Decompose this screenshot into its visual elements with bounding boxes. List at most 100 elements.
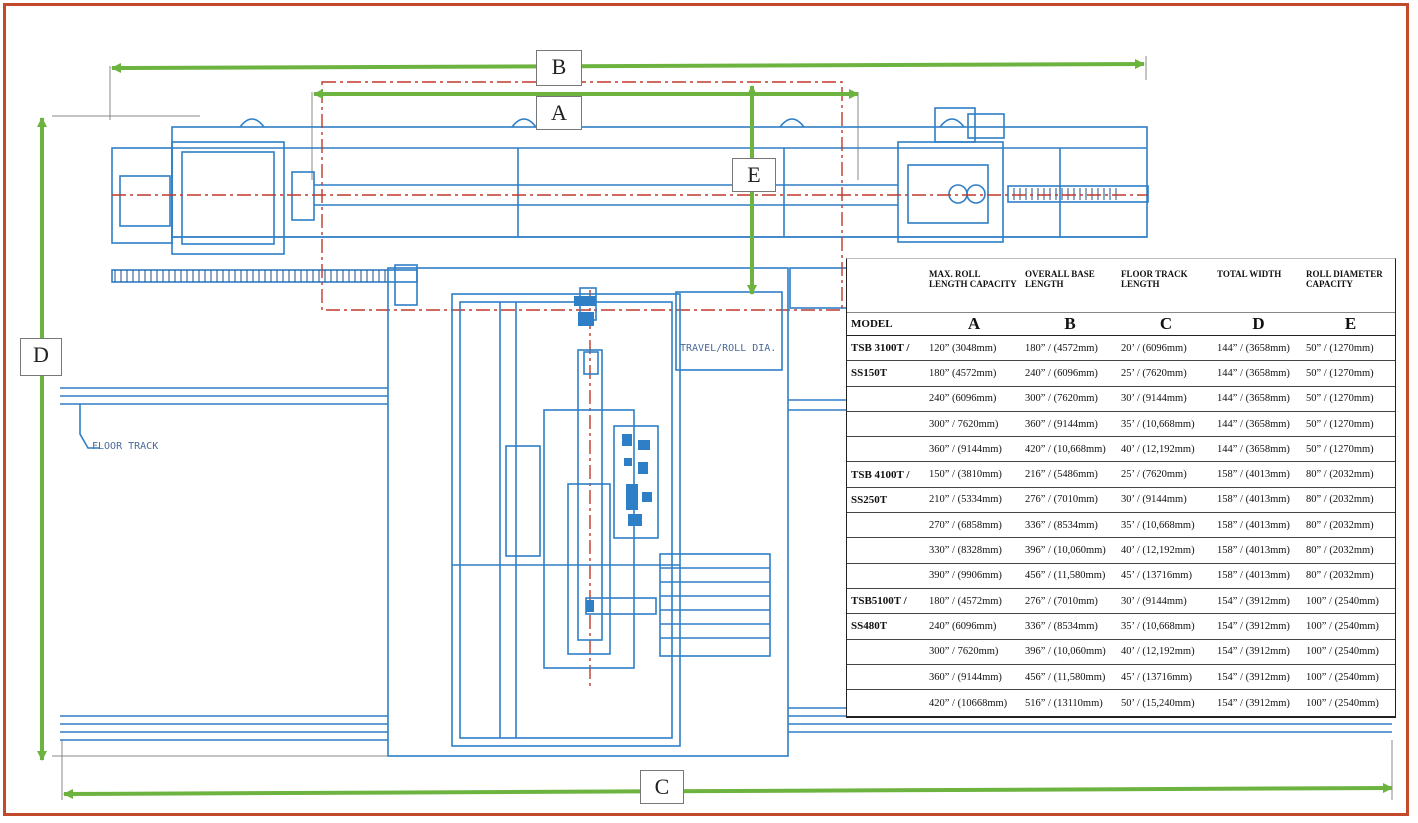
value-cell-a: 390” / (9906mm) <box>923 563 1019 589</box>
value-cell-c: 50’ / (15,240mm) <box>1115 689 1211 718</box>
value-cell-e: 50” / (1270mm) <box>1300 360 1395 387</box>
value-cell-a: 180” / (4572mm) <box>923 588 1019 615</box>
column-letter-b: B <box>1019 312 1115 336</box>
value-cell-e: 80” / (2032mm) <box>1300 461 1395 488</box>
dimension-c-arrow <box>63 783 1393 799</box>
value-cell-b: 420” / (10,668mm) <box>1019 436 1115 463</box>
table-row: TSB 3100T /120” (3048mm)180” / (4572mm)2… <box>847 335 1395 362</box>
value-cell-b: 456” / (11,580mm) <box>1019 563 1115 589</box>
dimension-arrows <box>37 59 1393 799</box>
extension-lines <box>52 56 1393 800</box>
model-cell <box>847 689 923 718</box>
value-cell-e: 80” / (2032mm) <box>1300 487 1395 514</box>
value-cell-c: 25’ / (7620mm) <box>1115 360 1211 387</box>
value-cell-d: 144” / (3658mm) <box>1211 386 1300 412</box>
value-cell-d: 144” / (3658mm) <box>1211 436 1300 463</box>
model-specification-table: MAX. ROLL LENGTH CAPACITY OVERALL BASE L… <box>846 258 1396 719</box>
model-cell <box>847 436 923 463</box>
value-cell-e: 100” / (2540mm) <box>1300 689 1395 718</box>
model-cell: TSB 4100T / <box>847 461 923 488</box>
model-cell: SS150T <box>847 360 923 387</box>
value-cell-d: 158” / (4013mm) <box>1211 487 1300 514</box>
value-cell-b: 300” / (7620mm) <box>1019 386 1115 412</box>
model-cell: SS480T <box>847 613 923 640</box>
drawing-border <box>3 3 1409 816</box>
value-cell-e: 80” / (2032mm) <box>1300 512 1395 539</box>
spec-table-body: TSB 3100T /120” (3048mm)180” / (4572mm)2… <box>847 335 1395 718</box>
model-cell <box>847 386 923 412</box>
floor-track-note: FLOOR TRACK <box>92 441 159 452</box>
model-cell: SS250T <box>847 487 923 514</box>
value-cell-e: 50” / (1270mm) <box>1300 411 1395 438</box>
value-cell-a: 120” (3048mm) <box>923 335 1019 362</box>
model-cell <box>847 563 923 589</box>
value-cell-a: 150” / (3810mm) <box>923 461 1019 488</box>
value-cell-d: 158” / (4013mm) <box>1211 461 1300 488</box>
value-cell-d: 158” / (4013mm) <box>1211 512 1300 539</box>
model-cell <box>847 537 923 564</box>
value-cell-c: 40’ / (12,192mm) <box>1115 436 1211 463</box>
value-cell-d: 144” / (3658mm) <box>1211 360 1300 387</box>
value-cell-b: 180” / (4572mm) <box>1019 335 1115 362</box>
value-cell-a: 210” / (5334mm) <box>923 487 1019 514</box>
column-letter-e: E <box>1300 312 1395 336</box>
value-cell-c: 35’ / (10,668mm) <box>1115 613 1211 640</box>
value-cell-a: 240” (6096mm) <box>923 613 1019 640</box>
value-cell-e: 80” / (2032mm) <box>1300 537 1395 564</box>
value-cell-b: 276” / (7010mm) <box>1019 588 1115 615</box>
column-letter-d: D <box>1211 312 1300 336</box>
table-row: 330” / (8328mm)396” / (10,060mm)40’ / (1… <box>847 537 1395 564</box>
value-cell-d: 144” / (3658mm) <box>1211 411 1300 438</box>
table-row: 390” / (9906mm)456” / (11,580mm)45’ / (1… <box>847 563 1395 589</box>
table-row: 420” / (10668mm)516” / (13110mm)50’ / (1… <box>847 689 1395 718</box>
value-cell-b: 456” / (11,580mm) <box>1019 664 1115 691</box>
header-roll-diameter: ROLL DIAMETER CAPACITY <box>1306 269 1383 289</box>
value-cell-d: 154” / (3912mm) <box>1211 613 1300 640</box>
value-cell-d: 154” / (3912mm) <box>1211 664 1300 691</box>
model-cell <box>847 639 923 665</box>
dimension-label-d: D <box>20 338 62 376</box>
control-panel-detail <box>574 296 652 612</box>
dimension-label-c: C <box>640 770 684 804</box>
value-cell-b: 396” / (10,060mm) <box>1019 639 1115 665</box>
value-cell-a: 330” / (8328mm) <box>923 537 1019 564</box>
table-row: 240” (6096mm)300” / (7620mm)30’ / (9144m… <box>847 386 1395 412</box>
table-row: 360” / (9144mm)420” / (10,668mm)40’ / (1… <box>847 436 1395 463</box>
value-cell-c: 45’ / (13716mm) <box>1115 664 1211 691</box>
table-row: 360” / (9144mm)456” / (11,580mm)45’ / (1… <box>847 664 1395 691</box>
value-cell-b: 276” / (7010mm) <box>1019 487 1115 514</box>
column-letter-c: C <box>1115 312 1211 336</box>
header-floor-track-length: FLOOR TRACK LENGTH <box>1121 269 1188 289</box>
header-overall-base-length: OVERALL BASE LENGTH <box>1025 269 1095 289</box>
value-cell-e: 50” / (1270mm) <box>1300 436 1395 463</box>
value-cell-b: 240” / (6096mm) <box>1019 360 1115 387</box>
value-cell-c: 45’ / (13716mm) <box>1115 563 1211 589</box>
value-cell-c: 30’ / (9144mm) <box>1115 588 1211 615</box>
track-teeth <box>114 188 1117 282</box>
value-cell-c: 30’ / (9144mm) <box>1115 487 1211 514</box>
model-cell: TSB 3100T / <box>847 335 923 362</box>
lower-machine-base <box>60 267 1392 757</box>
value-cell-d: 144” / (3658mm) <box>1211 335 1300 362</box>
table-row: 300” / 7620mm)396” / (10,060mm)40’ / (12… <box>847 639 1395 665</box>
value-cell-b: 396” / (10,060mm) <box>1019 537 1115 564</box>
value-cell-e: 100” / (2540mm) <box>1300 664 1395 691</box>
value-cell-d: 154” / (3912mm) <box>1211 689 1300 718</box>
value-cell-c: 35’ / (10,668mm) <box>1115 512 1211 539</box>
value-cell-a: 360” / (9144mm) <box>923 436 1019 463</box>
table-row: 300” / 7620mm)360” / (9144mm)35’ / (10,6… <box>847 411 1395 438</box>
model-cell: TSB5100T / <box>847 588 923 615</box>
value-cell-b: 336” / (8534mm) <box>1019 512 1115 539</box>
value-cell-c: 40’ / (12,192mm) <box>1115 639 1211 665</box>
value-cell-a: 300” / 7620mm) <box>923 411 1019 438</box>
model-cell <box>847 664 923 691</box>
table-row: TSB5100T /180” / (4572mm)276” / (7010mm)… <box>847 588 1395 615</box>
header-max-roll-length: MAX. ROLL LENGTH CAPACITY <box>929 269 1017 289</box>
travel-roll-dia-note: TRAVEL/ROLL DIA. <box>680 343 777 354</box>
model-cell <box>847 512 923 539</box>
table-row: 270” / (6858mm)336” / (8534mm)35’ / (10,… <box>847 512 1395 539</box>
